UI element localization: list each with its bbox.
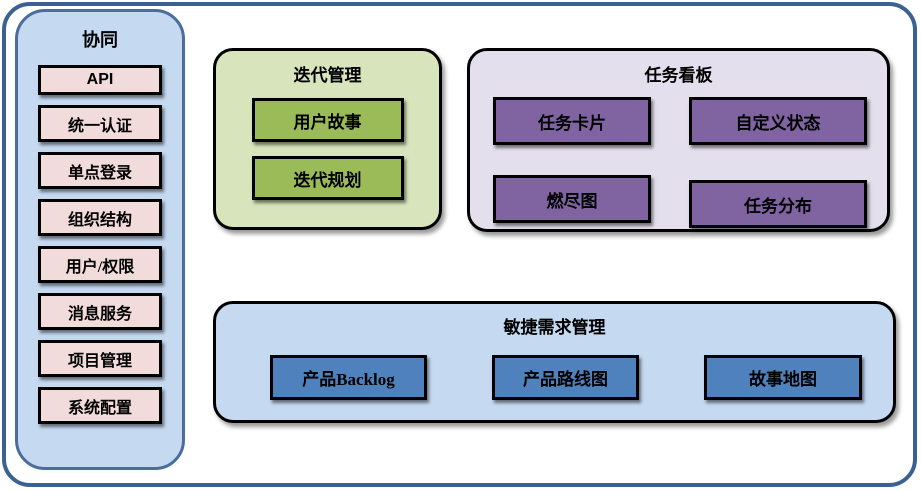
collaboration-item-list: API 统一认证 单点登录 组织结构 用户/权限 消息服务 项目管理 系统配置: [38, 65, 162, 424]
panel-task-board: 任务看板 任务卡片 自定义状态 燃尽图 任务分布: [467, 48, 890, 232]
collaboration-item-user-permission: 用户/权限: [38, 246, 162, 283]
collaboration-item-project-management: 项目管理: [38, 340, 162, 377]
agile-item-list: 产品Backlog 产品路线图 故事地图: [216, 355, 893, 400]
collaboration-item-system-config: 系统配置: [38, 387, 162, 424]
collaboration-item-message-service: 消息服务: [38, 293, 162, 330]
iteration-item-iteration-planning: 迭代规划: [251, 156, 404, 200]
collaboration-item-sso: 单点登录: [38, 152, 162, 189]
task-board-item-custom-status: 自定义状态: [689, 97, 867, 145]
iteration-item-list: 用户故事 迭代规划: [216, 98, 439, 200]
task-board-item-task-distribution: 任务分布: [689, 180, 867, 228]
collaboration-item-org-structure: 组织结构: [38, 199, 162, 236]
panel-collaboration-title: 协同: [82, 30, 118, 50]
task-board-item-task-card: 任务卡片: [493, 97, 651, 145]
task-board-item-grid: 任务卡片 自定义状态 燃尽图 任务分布: [470, 97, 887, 228]
collaboration-item-unified-auth: 统一认证: [38, 105, 162, 142]
panel-agile-title: 敏捷需求管理: [503, 318, 606, 337]
panel-iteration-management: 迭代管理 用户故事 迭代规划: [213, 48, 442, 230]
panel-task-board-title: 任务看板: [644, 66, 713, 85]
agile-item-product-backlog: 产品Backlog: [270, 355, 427, 400]
collaboration-item-api: API: [38, 65, 162, 95]
panel-collaboration: 协同 API 统一认证 单点登录 组织结构 用户/权限 消息服务 项目管理 系统…: [15, 9, 185, 470]
task-board-item-burndown-chart: 燃尽图: [493, 175, 651, 223]
panel-iteration-title: 迭代管理: [293, 66, 362, 85]
agile-item-product-roadmap: 产品路线图: [492, 355, 639, 400]
agile-item-story-map: 故事地图: [704, 355, 862, 400]
panel-agile-requirements: 敏捷需求管理 产品Backlog 产品路线图 故事地图: [213, 301, 896, 423]
iteration-item-user-story: 用户故事: [251, 98, 404, 142]
